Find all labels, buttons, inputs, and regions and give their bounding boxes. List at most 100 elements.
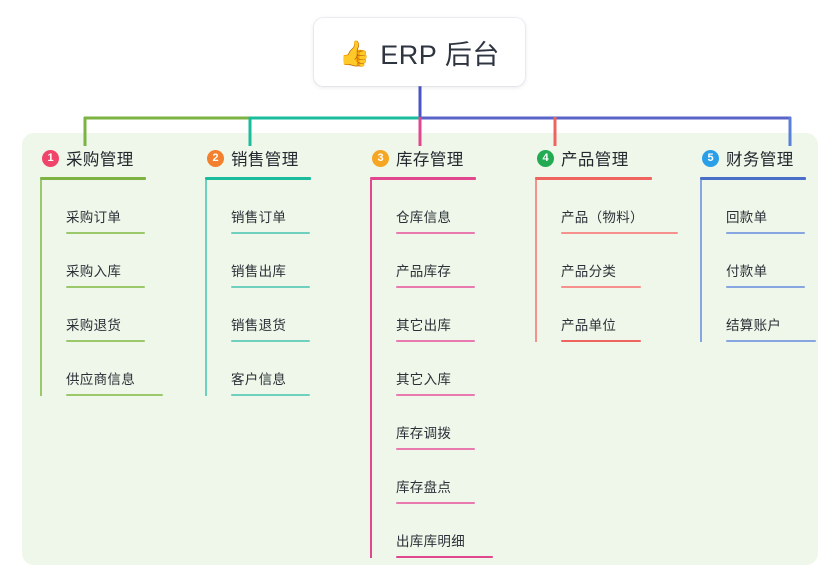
leaf-item[interactable]: 销售退货 (205, 288, 365, 342)
leaf-item[interactable]: 产品单位 (535, 288, 705, 342)
branch-items-4: 产品（物料） 产品分类 产品单位 (535, 180, 705, 342)
leaf-item[interactable]: 采购入库 (40, 234, 200, 288)
branch-title-1: 采购管理 (66, 151, 134, 169)
root-title: ERP 后台 (380, 39, 500, 70)
leaf-item[interactable]: 库存调拨 (370, 396, 530, 450)
root-node[interactable]: 👍 ERP 后台 (314, 18, 525, 86)
leaf-item[interactable]: 销售出库 (205, 234, 365, 288)
leaf-item[interactable]: 付款单 (700, 234, 839, 288)
leaf-label: 采购退货 (66, 318, 122, 333)
diagram-panel (22, 133, 818, 565)
leaf-rule (396, 502, 475, 504)
leaf-item[interactable]: 采购订单 (40, 180, 200, 234)
leaf-rule (396, 394, 475, 396)
leaf-label: 库存调拨 (396, 426, 452, 441)
leaf-item[interactable]: 客户信息 (205, 342, 365, 396)
leaf-label: 采购入库 (66, 264, 122, 279)
leaf-item[interactable]: 供应商信息 (40, 342, 200, 396)
branch-title-5: 财务管理 (726, 151, 794, 169)
leaf-item[interactable]: 出库库明细 (370, 504, 530, 558)
leaf-label: 销售出库 (231, 264, 287, 279)
leaf-rule (231, 394, 310, 396)
branch-spine-3 (370, 180, 372, 558)
leaf-label: 其它出库 (396, 318, 452, 333)
leaf-rule (231, 340, 310, 342)
leaf-label: 销售订单 (231, 210, 287, 225)
leaf-label: 其它入库 (396, 372, 452, 387)
branch-spine-1 (40, 180, 42, 396)
branch-title-2: 销售管理 (231, 151, 299, 169)
leaf-label: 结算账户 (726, 318, 782, 333)
leaf-label: 供应商信息 (66, 372, 135, 387)
leaf-rule (726, 232, 805, 234)
branch-underline-5 (700, 177, 806, 180)
leaf-label: 采购订单 (66, 210, 122, 225)
branch-spine-2 (205, 180, 207, 396)
branch-column-4: 4 产品管理 产品（物料） 产品分类 产品单位 (535, 146, 705, 342)
leaf-label: 销售退货 (231, 318, 287, 333)
leaf-rule (726, 340, 816, 342)
leaf-label: 出库库明细 (396, 534, 465, 549)
branch-header-1[interactable]: 1 采购管理 (40, 146, 200, 170)
branch-badge-4: 4 (537, 149, 554, 167)
leaf-rule (231, 286, 310, 288)
branch-spine-5 (700, 180, 702, 342)
leaf-item[interactable]: 结算账户 (700, 288, 839, 342)
branch-items-5: 回款单 付款单 结算账户 (700, 180, 839, 342)
branch-items-3: 仓库信息 产品库存 其它出库 其它入库 库存调拨 库存盘点 (370, 180, 530, 558)
leaf-rule (561, 286, 641, 288)
leaf-rule (396, 340, 475, 342)
leaf-label: 库存盘点 (396, 480, 452, 495)
leaf-label: 客户信息 (231, 372, 287, 387)
branch-badge-5: 5 (702, 149, 719, 167)
leaf-item[interactable]: 产品库存 (370, 234, 530, 288)
leaf-item[interactable]: 产品分类 (535, 234, 705, 288)
leaf-rule (66, 286, 145, 288)
leaf-label: 回款单 (726, 210, 768, 225)
leaf-label: 产品库存 (396, 264, 452, 279)
leaf-rule (726, 286, 805, 288)
branch-column-3: 3 库存管理 仓库信息 产品库存 其它出库 其它入库 库存调拨 (370, 146, 530, 558)
leaf-label: 付款单 (726, 264, 768, 279)
branch-badge-3: 3 (372, 149, 389, 167)
leaf-rule (231, 232, 310, 234)
thumbs-up-icon: 👍 (339, 38, 371, 68)
leaf-item[interactable]: 销售订单 (205, 180, 365, 234)
leaf-rule (561, 232, 678, 234)
leaf-rule (396, 556, 493, 558)
branch-header-5[interactable]: 5 财务管理 (700, 146, 839, 170)
branch-title-4: 产品管理 (561, 151, 629, 169)
leaf-label: 产品单位 (561, 318, 617, 333)
leaf-label: 产品（物料） (561, 210, 644, 225)
branch-underline-3 (370, 177, 476, 180)
leaf-item[interactable]: 回款单 (700, 180, 839, 234)
branch-header-3[interactable]: 3 库存管理 (370, 146, 530, 170)
leaf-rule (66, 232, 145, 234)
branch-items-1: 采购订单 采购入库 采购退货 供应商信息 (40, 180, 200, 396)
leaf-label: 仓库信息 (396, 210, 452, 225)
leaf-item[interactable]: 仓库信息 (370, 180, 530, 234)
leaf-label: 产品分类 (561, 264, 617, 279)
branch-column-2: 2 销售管理 销售订单 销售出库 销售退货 客户信息 (205, 146, 365, 396)
branch-underline-1 (40, 177, 146, 180)
branch-underline-4 (535, 177, 652, 180)
leaf-item[interactable]: 库存盘点 (370, 450, 530, 504)
branch-spine-4 (535, 180, 537, 342)
leaf-item[interactable]: 采购退货 (40, 288, 200, 342)
branch-header-4[interactable]: 4 产品管理 (535, 146, 705, 170)
leaf-item[interactable]: 产品（物料） (535, 180, 705, 234)
leaf-rule (396, 286, 475, 288)
leaf-rule (396, 232, 475, 234)
leaf-item[interactable]: 其它入库 (370, 342, 530, 396)
branch-badge-1: 1 (42, 149, 59, 167)
branch-header-2[interactable]: 2 销售管理 (205, 146, 365, 170)
branch-items-2: 销售订单 销售出库 销售退货 客户信息 (205, 180, 365, 396)
branch-badge-2: 2 (207, 149, 224, 167)
branch-title-3: 库存管理 (396, 151, 464, 169)
branch-column-1: 1 采购管理 采购订单 采购入库 采购退货 供应商信息 (40, 146, 200, 396)
branch-underline-2 (205, 177, 311, 180)
leaf-rule (66, 340, 145, 342)
leaf-item[interactable]: 其它出库 (370, 288, 530, 342)
leaf-rule (561, 340, 641, 342)
